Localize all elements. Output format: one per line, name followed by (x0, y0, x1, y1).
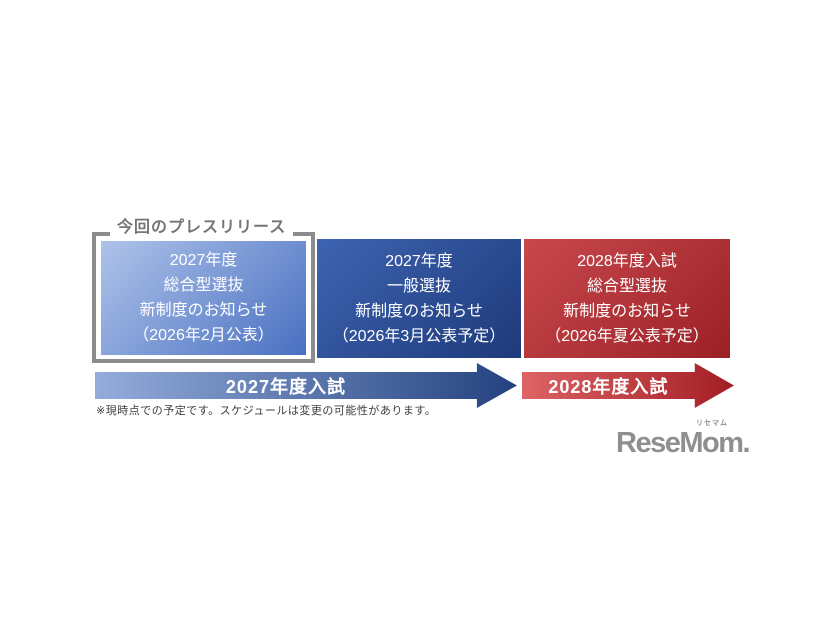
box-line: 一般選抜 (386, 277, 451, 295)
resemom-logo: リセマム ReseMom. (616, 420, 751, 459)
logo-text: ReseMom. (616, 427, 751, 459)
box-line: （2026年2月公表） (133, 327, 274, 344)
box-line: 総合型選抜 (586, 277, 667, 295)
box-line: 2028年度入試 (577, 252, 677, 270)
logo-ruby-text: リセマム (696, 420, 728, 427)
press-release-label: 今回のプレスリリース (110, 218, 294, 237)
timeline-box-2027-ippan: 2027年度 一般選抜 新制度のお知らせ （2026年3月公表予定） (317, 239, 521, 358)
timeline-box-2028-sogo: 2028年度入試 総合型選抜 新制度のお知らせ （2026年夏公表予定） (524, 239, 730, 358)
box-line: 新制度のお知らせ (355, 302, 483, 320)
timeline-arrow-2028: 2028年度入試 (522, 363, 734, 408)
box-line: 2027年度 (169, 252, 238, 269)
box-line: （2026年夏公表予定） (545, 327, 709, 345)
box-line: 新制度のお知らせ (139, 302, 268, 319)
arrow-label: 2027年度入試 (225, 376, 346, 397)
box-line: 新制度のお知らせ (563, 302, 691, 320)
arrow-label: 2028年度入試 (548, 376, 669, 397)
box-line: 2027年度 (385, 252, 453, 270)
box-line: 総合型選抜 (163, 277, 244, 294)
disclaimer-note: ※現時点での予定です。スケジュールは変更の可能性があります。 (96, 405, 437, 417)
timeline-box-2027-sogo: 2027年度 総合型選抜 新制度のお知らせ （2026年2月公表） (101, 241, 306, 355)
box-line: （2026年3月公表予定） (332, 327, 506, 345)
